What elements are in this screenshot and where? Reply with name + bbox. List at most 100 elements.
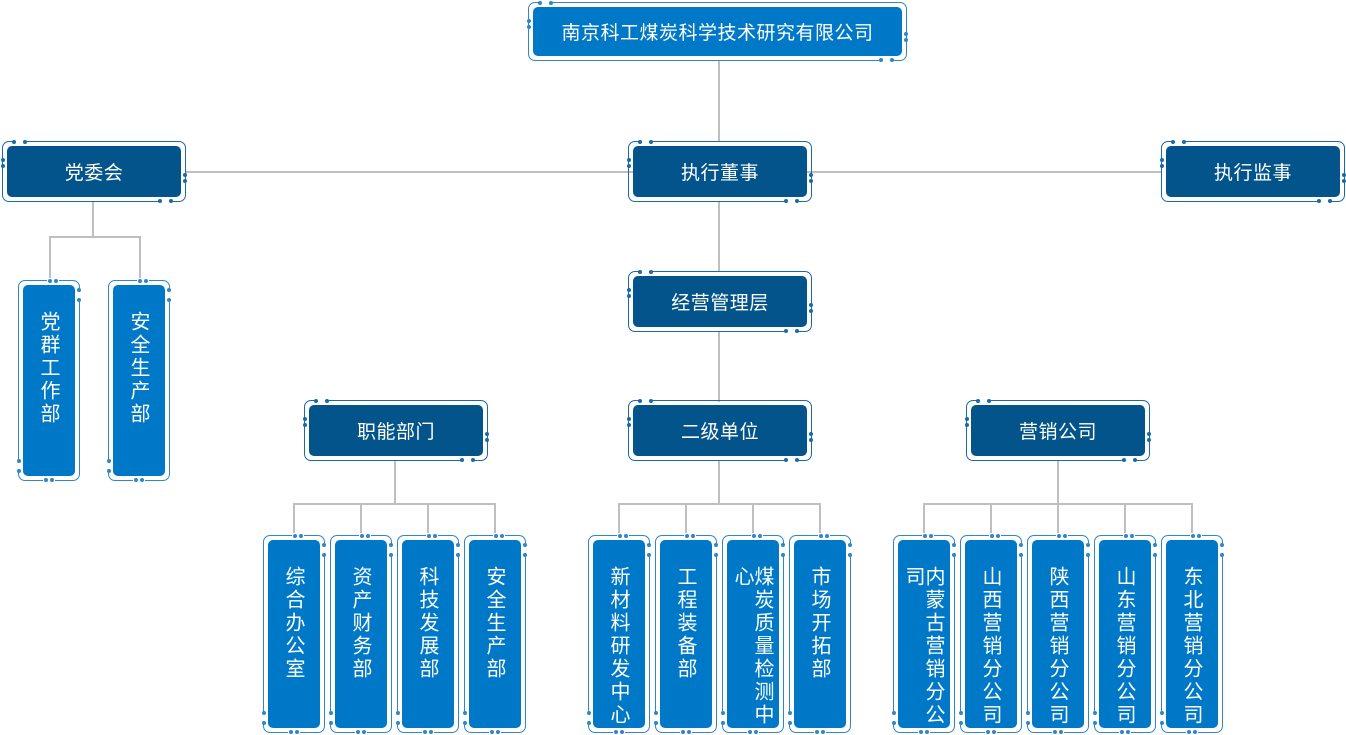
frame-gap [918, 731, 930, 735]
frame-dot [986, 730, 990, 734]
frame-gap [1052, 731, 1064, 735]
org-node-secondary-unit[interactable]: 市场开拓部 [787, 533, 853, 735]
frame-dot [329, 721, 333, 725]
org-node-executive-director[interactable]: 执行董事 [627, 139, 813, 204]
frame-dot [1086, 543, 1090, 547]
frame-gap [1159, 713, 1163, 721]
connector-director-to-management [718, 202, 720, 272]
frame-dot [691, 534, 695, 538]
org-node-party-unit[interactable]: 党群工作部 [16, 278, 82, 483]
node-label: 煤炭质量检测中心 [727, 540, 779, 728]
org-node-marketing-companies[interactable]: 营销公司 [965, 398, 1151, 463]
frame-dot [293, 534, 297, 538]
frame-gap [1025, 713, 1029, 721]
frame-dot [1220, 553, 1224, 557]
connector-functional-down [394, 460, 396, 504]
frame-dot [456, 543, 460, 547]
frame-dot [687, 730, 691, 734]
frame-dot [1153, 553, 1157, 557]
org-node-marketing-unit[interactable]: 山东营销分公司 [1092, 533, 1158, 735]
node-label: 综合办公室 [268, 540, 320, 728]
org-node-secondary-unit[interactable]: 新材料研发中心 [586, 533, 652, 735]
frame-dot [1328, 199, 1332, 203]
frame-gap [422, 731, 434, 735]
org-node-functional-unit[interactable]: 科技发展部 [395, 533, 461, 735]
frame-gap [292, 533, 304, 537]
frame-dot [904, 32, 908, 36]
frame-dot [262, 721, 266, 725]
frame-dot [784, 199, 788, 203]
frame-dot [1182, 140, 1186, 144]
frame-dot [1093, 711, 1097, 715]
frame-gap [288, 731, 300, 735]
frame-dot [848, 543, 852, 547]
frame-gap [1154, 545, 1158, 553]
frame-gap [14, 139, 26, 143]
frame-gap [849, 545, 853, 553]
frame-dot [587, 721, 591, 725]
frame-dot [1317, 199, 1321, 203]
org-node-marketing-unit[interactable]: 山西营销分公司 [958, 533, 1024, 735]
org-node-functional-unit[interactable]: 综合办公室 [261, 533, 327, 735]
node-frame [2, 141, 186, 202]
frame-gap [640, 269, 652, 273]
frame-dot [1130, 534, 1134, 538]
frame-dot [1126, 730, 1130, 734]
org-node-party-unit[interactable]: 安全生产部 [106, 278, 172, 483]
frame-dot [523, 543, 527, 547]
frame-dot [965, 417, 969, 421]
frame-dot [396, 721, 400, 725]
frame-gap [1123, 533, 1135, 537]
frame-dot [925, 730, 929, 734]
frame-dot [649, 270, 653, 274]
frame-dot [456, 553, 460, 557]
frame-gap [1087, 545, 1091, 553]
org-node-secondary-unit[interactable]: 工程装备部 [653, 533, 719, 735]
frame-dot [527, 25, 531, 29]
frame-dot [784, 458, 788, 462]
frame-gap [953, 545, 957, 553]
frame-dot [1086, 553, 1090, 557]
node-label: 南京科工煤炭科学技术研究有限公司 [533, 7, 902, 56]
node-label: 东北营销分公司 [1166, 540, 1218, 728]
org-node-party-committee[interactable]: 党委会 [1, 139, 187, 204]
frame-dot [990, 534, 994, 538]
frame-dot [1026, 721, 1030, 725]
frame-dot [647, 543, 651, 547]
org-node-functional-departments[interactable]: 职能部门 [303, 398, 489, 463]
frame-gap [1319, 200, 1331, 204]
frame-dot [325, 399, 329, 403]
frame-dot [1, 164, 5, 168]
org-node-marketing-unit[interactable]: 内蒙古营销分公司 [891, 533, 957, 735]
org-node-marketing-unit[interactable]: 东北营销分公司 [1159, 533, 1225, 735]
frame-dot [362, 730, 366, 734]
frame-gap [395, 713, 399, 721]
frame-dot [890, 58, 894, 62]
frame-dot [17, 459, 21, 463]
org-node-functional-unit[interactable]: 资产财务部 [328, 533, 394, 735]
frame-dot [959, 721, 963, 725]
frame-dot [356, 730, 360, 734]
frame-dot [1147, 432, 1151, 436]
frame-gap [1190, 533, 1202, 537]
org-node-secondary-unit[interactable]: 煤炭质量检测中心 [720, 533, 786, 735]
frame-dot [460, 458, 464, 462]
org-node-marketing-unit[interactable]: 陕西营销分公司 [1025, 533, 1091, 735]
frame-gap [106, 461, 110, 469]
node-label: 工程装备部 [660, 540, 712, 728]
frame-dot [107, 459, 111, 463]
org-node-management[interactable]: 经营管理层 [627, 269, 813, 334]
connector-marketing-2 [990, 503, 992, 537]
frame-gap [16, 461, 20, 469]
frame-dot [795, 458, 799, 462]
org-node-secondary-units[interactable]: 二级单位 [627, 398, 813, 463]
frame-dot [992, 730, 996, 734]
frame-dot [1093, 721, 1097, 725]
org-node-executive-supervisor[interactable]: 执行监事 [1160, 139, 1346, 204]
org-node-functional-unit[interactable]: 安全生产部 [462, 533, 528, 735]
connector-secondary-1 [618, 503, 620, 537]
frame-gap [355, 731, 367, 735]
org-node-root[interactable]: 南京科工煤炭科学技术研究有限公司 [527, 0, 908, 63]
frame-dot [12, 140, 16, 144]
frame-gap [261, 713, 265, 721]
